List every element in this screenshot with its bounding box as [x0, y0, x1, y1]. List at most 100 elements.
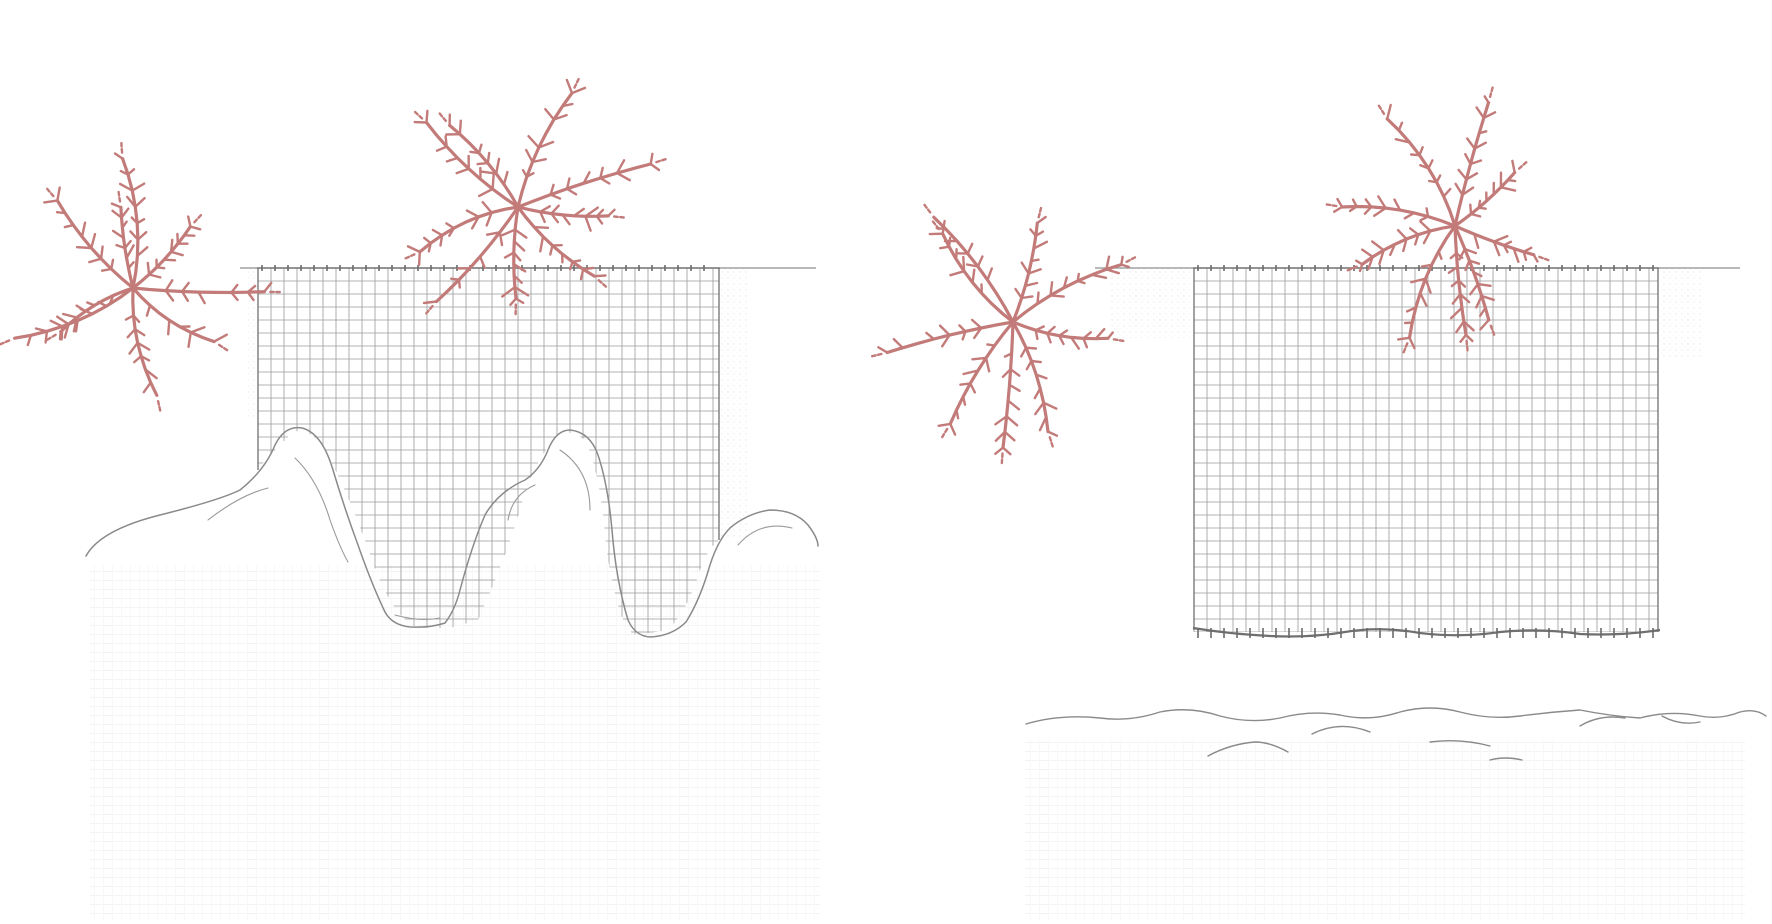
kelp-leaflet [525, 171, 535, 178]
kelp-leaflet [1394, 137, 1411, 144]
kelp-tip [1352, 265, 1358, 270]
kelp-tip [575, 77, 580, 84]
kelp-leaflet [1033, 387, 1042, 400]
kelp-leaflet [1372, 206, 1387, 218]
kelp-leaflet [56, 315, 70, 326]
kelp-tip [418, 114, 424, 120]
kelp-leaflet [485, 211, 493, 227]
kelp-tip [404, 255, 411, 260]
kelp-leaflet [1030, 359, 1043, 364]
kelp-tip [438, 112, 444, 118]
top-rope-floats [261, 265, 705, 271]
kelp-leaflet [1005, 415, 1019, 427]
kelp-leaflet [495, 157, 501, 175]
kelp-tip [156, 400, 161, 406]
kelp-tip [1325, 203, 1332, 207]
kelp-leaflet [445, 222, 456, 230]
kelp-leaflet [135, 217, 146, 225]
kelp-leaflet [1032, 240, 1049, 250]
kelp-tip [425, 309, 430, 315]
kelp-leaflet [971, 268, 976, 284]
kelp-leaflet [123, 239, 132, 250]
kelp-leaflet [431, 228, 444, 237]
kelp-tip [1346, 267, 1353, 272]
kelp-tip [941, 432, 946, 439]
kelp-tip [923, 203, 928, 209]
kelp-leaflet [1424, 277, 1432, 294]
kelp-leaflet [1468, 259, 1481, 265]
kelp-leaflet [1482, 111, 1497, 120]
kelp-leaflet [976, 255, 984, 268]
rock-detail-1 [207, 487, 269, 521]
kelp-tip [660, 157, 667, 162]
kelp-leaflet [970, 318, 983, 330]
kelp-leaflet [1106, 331, 1115, 340]
kelp-leaflet [1532, 253, 1539, 263]
kelp-leaflet [1030, 258, 1040, 263]
kelp-leaflet [478, 255, 486, 269]
kelp-leaflet [110, 202, 123, 209]
kelp-leaflet [1422, 229, 1432, 245]
kelp-leaflet [1502, 240, 1513, 247]
kelp-leaflet [142, 381, 152, 394]
kelp-leaflet [1009, 368, 1021, 377]
kelp-leaflet [994, 446, 1005, 455]
kelp-tip [1037, 212, 1041, 219]
kelp-leaflet [1477, 130, 1488, 135]
rock-detail-6 [394, 614, 441, 621]
kelp-leaflet [110, 258, 115, 271]
kelp-leaflet [1120, 255, 1124, 266]
kelp-leaflet [544, 107, 556, 121]
kelp-tip [1538, 255, 1544, 260]
kelp-leaflet [1469, 212, 1482, 218]
kelp-frond [131, 286, 159, 397]
kelp-leaflet [246, 284, 257, 294]
kelp-leaflet [435, 145, 448, 152]
kelp-leaflet [1402, 237, 1408, 253]
kelp-tip [871, 354, 877, 358]
kelp-leaflet [958, 324, 967, 333]
kelp-frond [424, 120, 520, 209]
kelp-tip [1130, 256, 1137, 261]
kelp-leaflet [935, 226, 947, 231]
kelp-leaflet [145, 304, 152, 317]
kelp-leaflet [1418, 146, 1424, 157]
seabed-hatch-right [1025, 740, 1745, 920]
kelp-leaflet [595, 208, 605, 218]
kelp-leaflet [527, 134, 540, 149]
kelp-leaflet [1455, 252, 1464, 259]
kelp-leaflet [502, 170, 509, 186]
kelp-leaflet [533, 225, 550, 230]
kelp-leaflet [1036, 291, 1040, 305]
kelp-leaflet [1451, 293, 1462, 305]
kelp-leaflet [509, 297, 518, 306]
kelp-leaflet [197, 290, 206, 305]
kelp-tip [1050, 441, 1054, 448]
kelp-leaflet [1046, 325, 1056, 335]
kelp-leaflet [125, 195, 137, 209]
kelp-leaflet [501, 285, 517, 298]
kelp-leaflet [579, 268, 585, 281]
kelp-leaflet [1034, 325, 1045, 332]
kelp-leaflet [561, 102, 574, 108]
kelp-leaflet [1034, 373, 1048, 380]
kelp-leaflet [1034, 401, 1045, 416]
kelp-tip [442, 116, 447, 123]
kelp-leaflet [80, 221, 87, 239]
panel-rocky-seabed [0, 77, 820, 920]
kelp-leaflet [892, 337, 904, 349]
kelp-leaflet [230, 283, 239, 294]
rock-detail-2 [294, 457, 349, 563]
kelp-tip [1488, 92, 1493, 99]
water-stipple-left [248, 268, 258, 418]
kelp-leaflet [531, 157, 547, 164]
kelp-leaflet [1506, 178, 1517, 183]
kelp-leaflet [1027, 268, 1042, 275]
kelp-leaflet [1370, 240, 1385, 252]
kelp-leaflet [521, 168, 528, 178]
kelp-leaflet [1478, 306, 1487, 317]
kelp-leaflet [417, 250, 421, 267]
kelp-leaflet [1475, 106, 1486, 120]
kelp-leaflet [34, 327, 49, 333]
kelp-leaflet [937, 422, 952, 427]
